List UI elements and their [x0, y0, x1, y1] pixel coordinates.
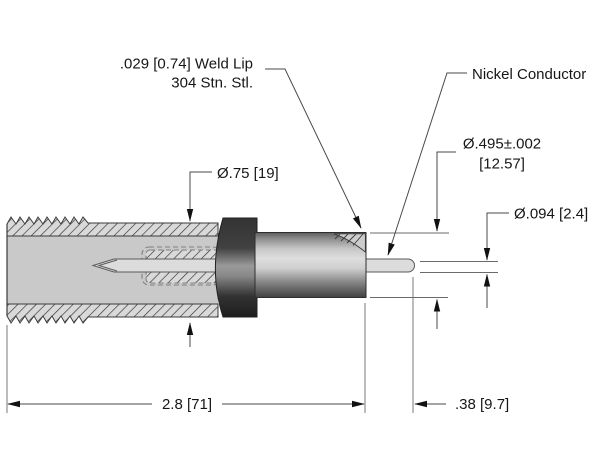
dim-pin-dia-top-leader — [483, 212, 509, 261]
weld-lip-sliver — [333, 233, 366, 253]
weld-flange — [215, 217, 258, 318]
weld-lip-section — [333, 233, 366, 253]
pin-diameter-label: Ø.094 [2.4] — [514, 206, 588, 223]
nickel-conductor-label: Nickel Conductor — [472, 66, 586, 83]
weld-lip-hatch-ticks — [334, 233, 364, 246]
weld-lip-label-line2: 304 Stn. Stl. — [171, 75, 253, 92]
barrel-diameter-label-line2: [12.57] — [479, 156, 525, 173]
barrel-diameter-label-line1: Ø.495±.002 — [463, 136, 541, 153]
weld-lip-label-line1: .029 [0.74] Weld Lip — [120, 56, 253, 73]
overall-length-label: 2.8 [71] — [162, 396, 212, 413]
extension-lines — [6, 232, 498, 413]
pin-length-label: .38 [9.7] — [455, 396, 509, 413]
dimension-lines — [7, 68, 509, 408]
weld-lip-leader — [265, 68, 362, 229]
body-diameter-label: Ø.75 [19] — [217, 165, 279, 182]
dim-body-dia-top-leader — [186, 171, 212, 222]
body-top-wall-hatch — [6, 216, 219, 237]
dim-barrel-dia-top-leader — [433, 151, 456, 232]
pin-tip-chevron — [97, 259, 118, 272]
nickel-conductor-leader — [387, 72, 467, 256]
barrel — [254, 232, 367, 298]
body-bottom-wall-hatch — [6, 303, 219, 324]
